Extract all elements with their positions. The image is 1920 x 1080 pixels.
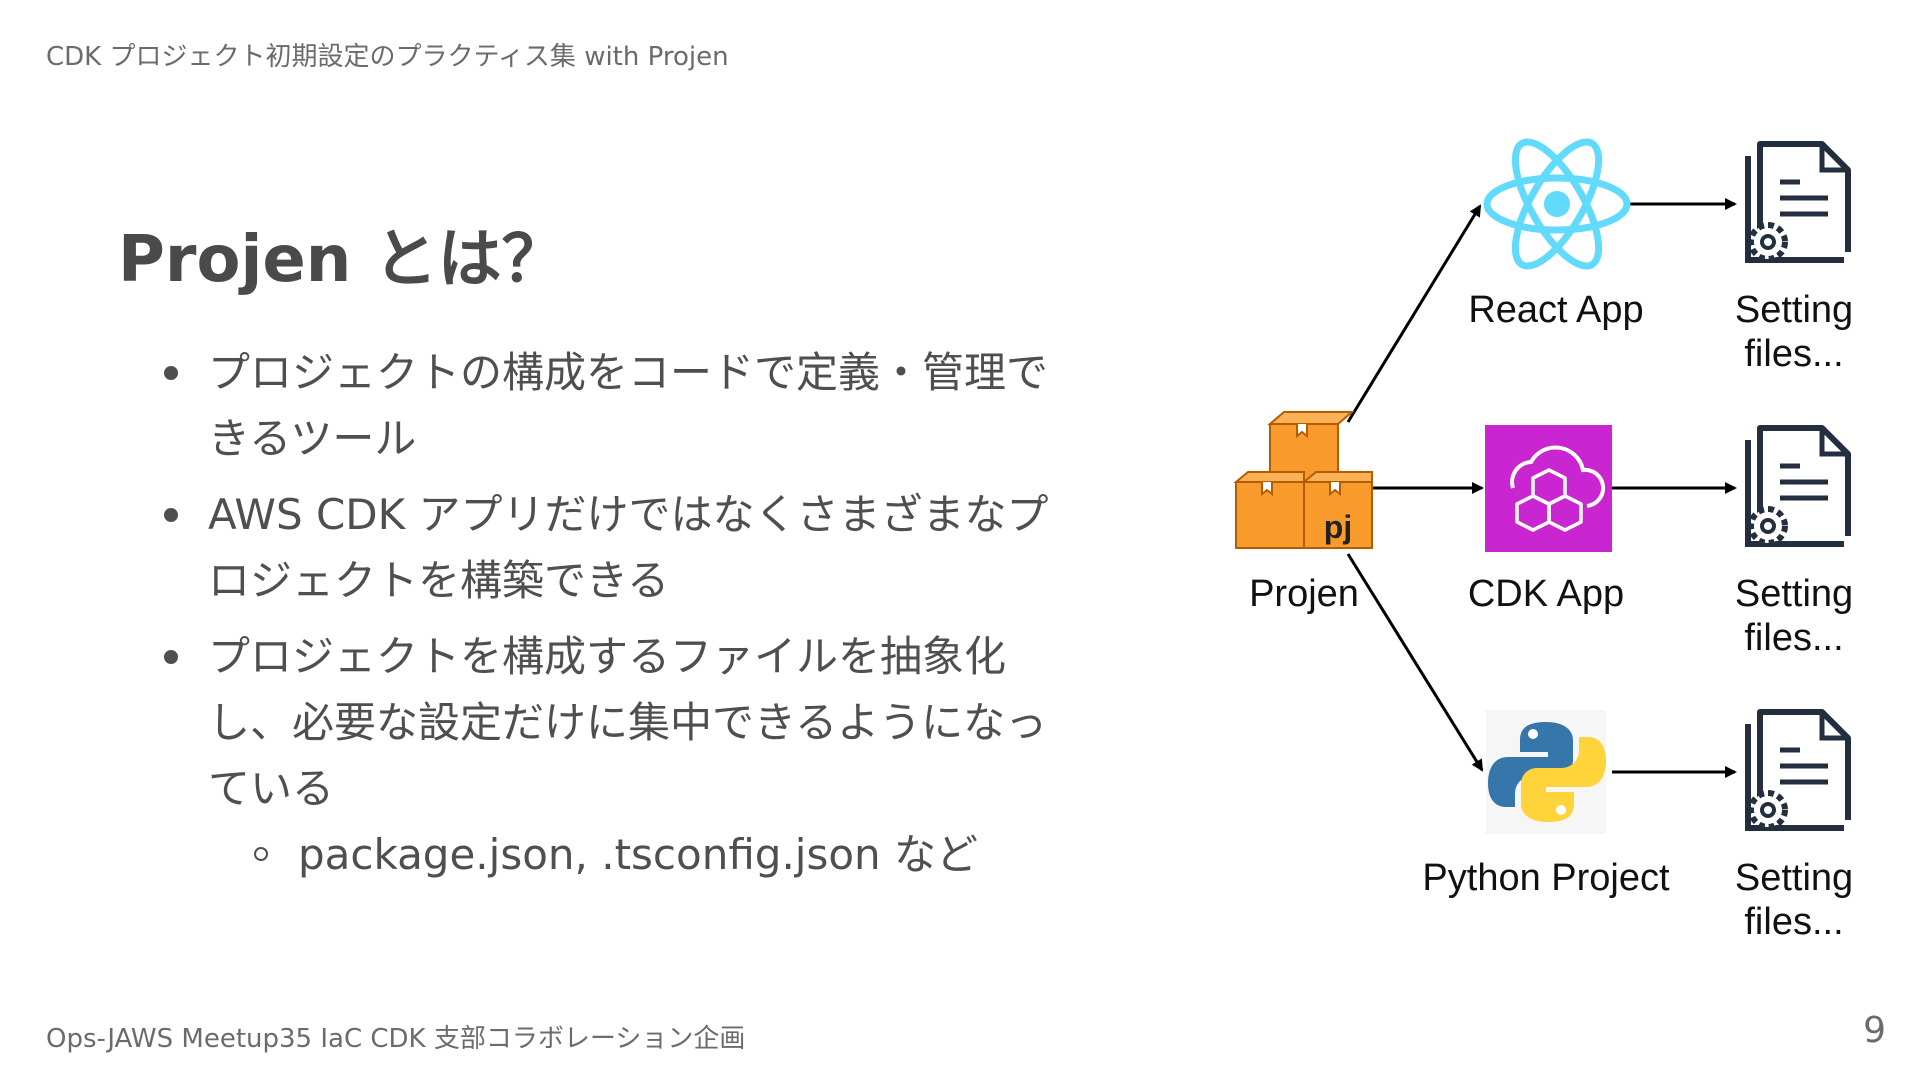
arrow-to-python [1346,553,1484,772]
bullet-item: プロジェクトの構成をコードで定義・管理できるツール [160,340,1060,472]
setting-label: Setting [1735,573,1853,615]
projen-badge: pj [1324,509,1352,545]
python-logo-icon [1486,710,1606,834]
settings-file-icon [1745,141,1851,263]
aws-cdk-icon [1485,425,1612,552]
bullet-text: AWS CDK アプリだけではなくさまざまなプロジェクトを構築できる [208,490,1049,605]
cdk-app-label: CDK App [1468,573,1624,615]
react-app-label: React App [1468,289,1643,331]
slide-header: CDK プロジェクト初期設定のプラクティス集 with Projen [46,42,729,72]
bullet-list: プロジェクトの構成をコードで定義・管理できるツール AWS CDK アプリだけで… [160,340,1060,898]
python-project-label: Python Project [1422,857,1670,899]
slide-title: Projen とは？ [118,223,566,297]
bullet-text: プロジェクトを構成するファイルを抽象化し、必要な設定だけに集中できるようになって… [208,632,1048,813]
sub-bullet-text: package.json, .tsconfig.json など [298,830,979,879]
arrow-to-react [1346,204,1482,423]
bullet-item: AWS CDK アプリだけではなくさまざまなプロジェクトを構築できる [160,482,1060,614]
settings-file-icon [1745,709,1851,831]
page-number: 9 [1863,1010,1886,1051]
sub-bullet-item: package.json, .tsconfig.json など [250,822,1060,888]
bullet-item: プロジェクトを構成するファイルを抽象化し、必要な設定だけに集中できるようになって… [160,624,1060,888]
projen-label: Projen [1249,573,1359,615]
settings-file-icon [1745,425,1851,547]
slide-footer: Ops-JAWS Meetup35 IaC CDK 支部コラボレーション企画 [46,1024,746,1054]
bullet-text: プロジェクトの構成をコードで定義・管理できるツール [208,348,1049,463]
files-label: files... [1744,901,1843,943]
setting-label: Setting [1735,857,1853,899]
sub-bullet-list: package.json, .tsconfig.json など [208,822,1060,888]
files-label: files... [1744,617,1843,659]
react-logo-icon [1483,138,1631,270]
package-boxes-icon [1233,411,1373,549]
setting-label: Setting [1735,289,1853,331]
files-label: files... [1744,333,1843,375]
